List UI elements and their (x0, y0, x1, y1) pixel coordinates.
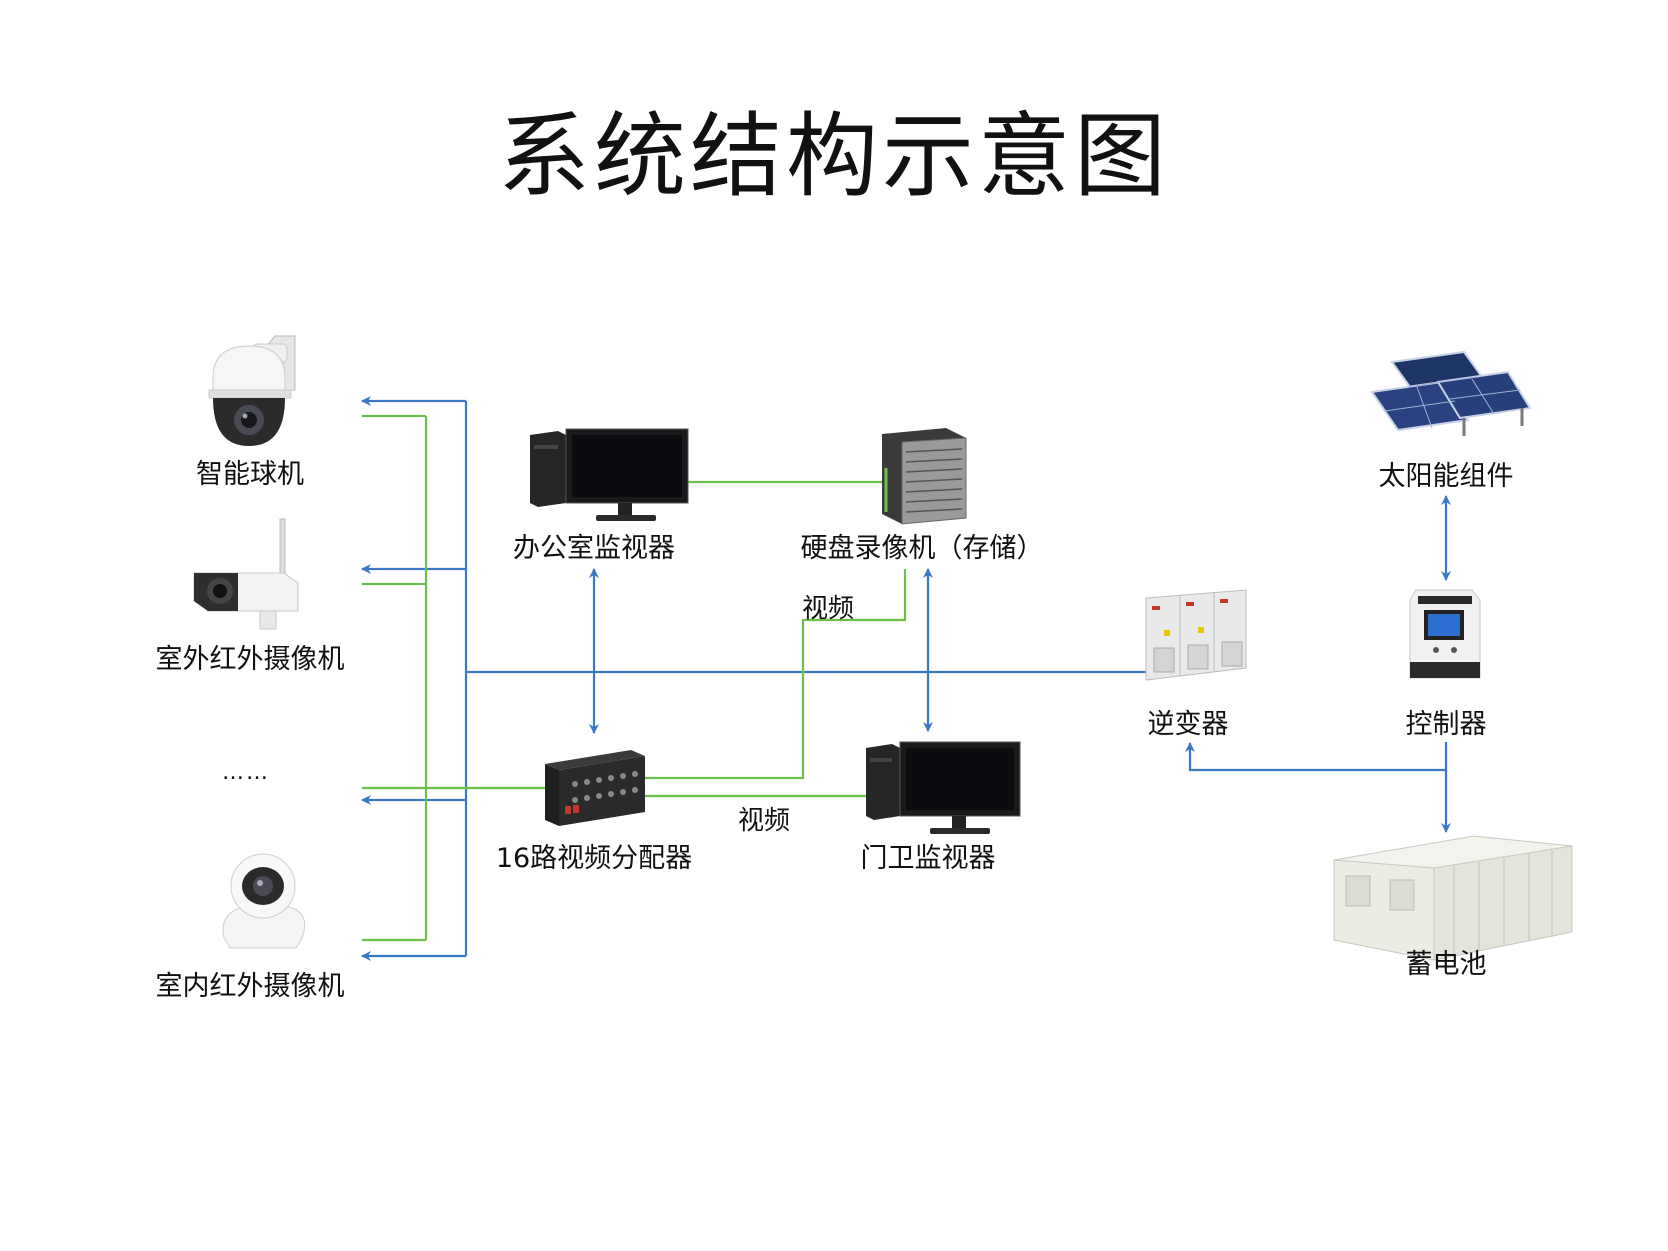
outdoor-camera-label: 室外红外摄像机 (155, 644, 345, 675)
page-title: 系统结构示意图 (497, 103, 1170, 210)
video-link-label-lower: 视频 (738, 806, 791, 836)
ellipsis-label: …… (222, 760, 270, 785)
green-video-lines (362, 414, 907, 942)
bullet-camera-icon (193, 518, 299, 630)
blue-power-lines (361, 396, 1451, 961)
gate-desktop-computer-icon (866, 741, 1021, 834)
gate-monitor-label: 门卫监视器 (860, 843, 996, 874)
green-splitter-to-nvr (645, 569, 907, 780)
video-splitter-icon (545, 750, 645, 826)
office-monitor-label: 办公室监视器 (513, 533, 675, 564)
solar-panel-icon (1370, 350, 1532, 436)
ptz-dome-camera-icon (208, 335, 296, 446)
battery-container-icon (1333, 835, 1573, 961)
splitter-label: 16路视频分配器 (495, 843, 693, 874)
indoor-dome-camera-icon (222, 853, 306, 949)
video-link-label-upper: 视频 (802, 594, 855, 624)
nvr-server-icon (882, 428, 967, 525)
inverter-cabinet-icon (1145, 589, 1247, 681)
charge-controller-icon (1409, 589, 1481, 679)
inverter-label: 逆变器 (1147, 709, 1229, 740)
nvr-label: 硬盘录像机（存储） (800, 533, 1044, 564)
solar-label: 太阳能组件 (1378, 461, 1514, 492)
battery-label: 蓄电池 (1405, 949, 1487, 980)
dome-camera-label: 智能球机 (196, 459, 304, 490)
blue-controller-inverter (1185, 742, 1448, 772)
controller-label: 控制器 (1405, 709, 1487, 740)
office-desktop-computer-icon (530, 428, 689, 521)
indoor-camera-label: 室内红外摄像机 (155, 971, 345, 1002)
